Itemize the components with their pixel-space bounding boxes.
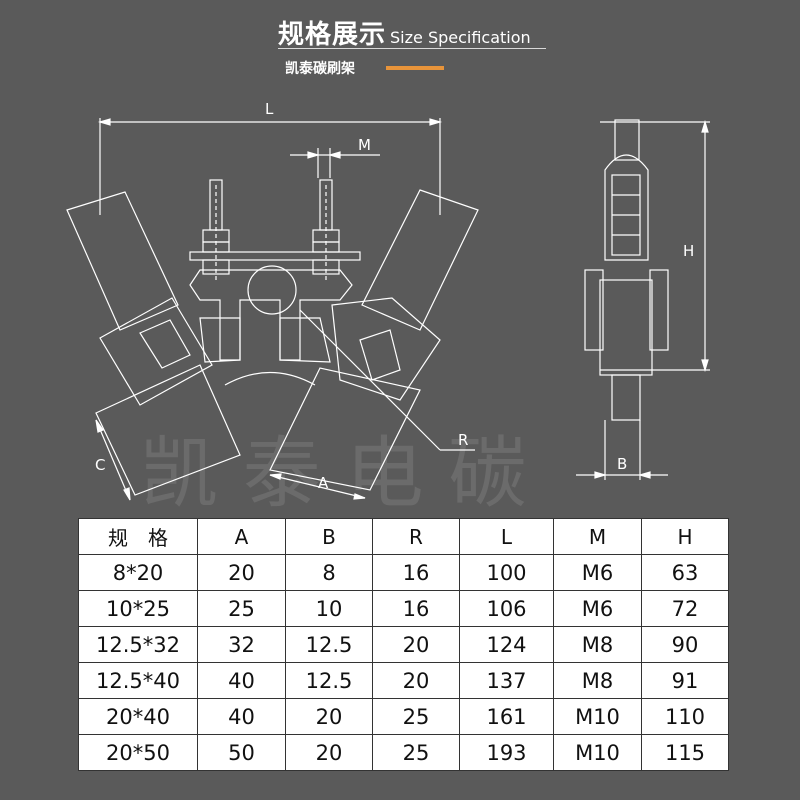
cell-spec: 12.5*32 <box>78 626 198 663</box>
cell-l: 137 <box>459 662 554 699</box>
dim-label-B: B <box>617 455 627 473</box>
table-row: 20*40 40 20 25 161 M10 110 <box>78 698 729 735</box>
side-view <box>576 119 710 480</box>
cell-b: 8 <box>285 554 373 591</box>
table-header-row: 规 格 A B R L M H <box>78 518 729 555</box>
cell-r: 16 <box>372 554 460 591</box>
table-row: 10*25 25 10 16 106 M6 72 <box>78 590 729 627</box>
cell-a: 50 <box>197 734 286 771</box>
cell-spec: 20*40 <box>78 698 198 735</box>
cell-a: 40 <box>197 662 286 699</box>
cell-h: 91 <box>641 662 729 699</box>
cell-h: 72 <box>641 590 729 627</box>
cell-a: 25 <box>197 590 286 627</box>
brush-holder-drawing: 凯 泰 电 碳 <box>66 100 710 519</box>
title-cn: 规格展示 <box>278 20 387 50</box>
front-view <box>66 118 479 501</box>
table-row: 20*50 50 20 25 193 M10 115 <box>78 734 729 771</box>
header-a: A <box>197 518 286 555</box>
table-row: 12.5*32 32 12.5 20 124 M8 90 <box>78 626 729 663</box>
cell-l: 106 <box>459 590 554 627</box>
cell-r: 20 <box>372 626 460 663</box>
cell-b: 20 <box>285 734 373 771</box>
cell-h: 110 <box>641 698 729 735</box>
cell-a: 20 <box>197 554 286 591</box>
cell-b: 12.5 <box>285 626 373 663</box>
title-divider <box>278 48 546 49</box>
cell-l: 100 <box>459 554 554 591</box>
subtitle: 凯泰碳刷架 <box>285 61 355 77</box>
title-en: Size Specification <box>390 28 531 47</box>
cell-m: M6 <box>553 590 642 627</box>
table-row: 8*20 20 8 16 100 M6 63 <box>78 554 729 591</box>
cell-l: 124 <box>459 626 554 663</box>
cell-r: 20 <box>372 662 460 699</box>
watermark: 凯 泰 电 碳 <box>140 429 526 519</box>
cell-m: M6 <box>553 554 642 591</box>
table-row: 12.5*40 40 12.5 20 137 M8 91 <box>78 662 729 699</box>
cell-spec: 10*25 <box>78 590 198 627</box>
dim-label-M: M <box>358 136 371 154</box>
cell-m: M8 <box>553 626 642 663</box>
cell-a: 40 <box>197 698 286 735</box>
cell-r: 25 <box>372 698 460 735</box>
cell-h: 63 <box>641 554 729 591</box>
cell-spec: 12.5*40 <box>78 662 198 699</box>
cell-r: 16 <box>372 590 460 627</box>
cell-spec: 20*50 <box>78 734 198 771</box>
cell-m: M8 <box>553 662 642 699</box>
header-b: B <box>285 518 373 555</box>
dim-label-A: A <box>318 474 329 492</box>
spec-table: 规 格 A B R L M H 8*20 20 8 16 100 M6 63 1… <box>78 518 729 771</box>
cell-b: 12.5 <box>285 662 373 699</box>
cell-spec: 8*20 <box>78 554 198 591</box>
dim-label-L: L <box>265 100 274 118</box>
header-h: H <box>641 518 729 555</box>
accent-bar <box>386 66 444 70</box>
header-m: M <box>553 518 642 555</box>
header: 规格展示 Size Specification <box>278 14 531 51</box>
cell-l: 193 <box>459 734 554 771</box>
dim-label-H: H <box>683 242 694 260</box>
header-spec: 规 格 <box>78 518 198 555</box>
cell-b: 20 <box>285 698 373 735</box>
header-l: L <box>459 518 554 555</box>
cell-b: 10 <box>285 590 373 627</box>
cell-m: M10 <box>553 734 642 771</box>
cell-h: 90 <box>641 626 729 663</box>
cell-a: 32 <box>197 626 286 663</box>
cell-m: M10 <box>553 698 642 735</box>
cell-r: 25 <box>372 734 460 771</box>
dim-label-R: R <box>458 431 468 449</box>
cell-h: 115 <box>641 734 729 771</box>
dim-label-C: C <box>95 456 105 474</box>
cell-l: 161 <box>459 698 554 735</box>
header-r: R <box>372 518 460 555</box>
